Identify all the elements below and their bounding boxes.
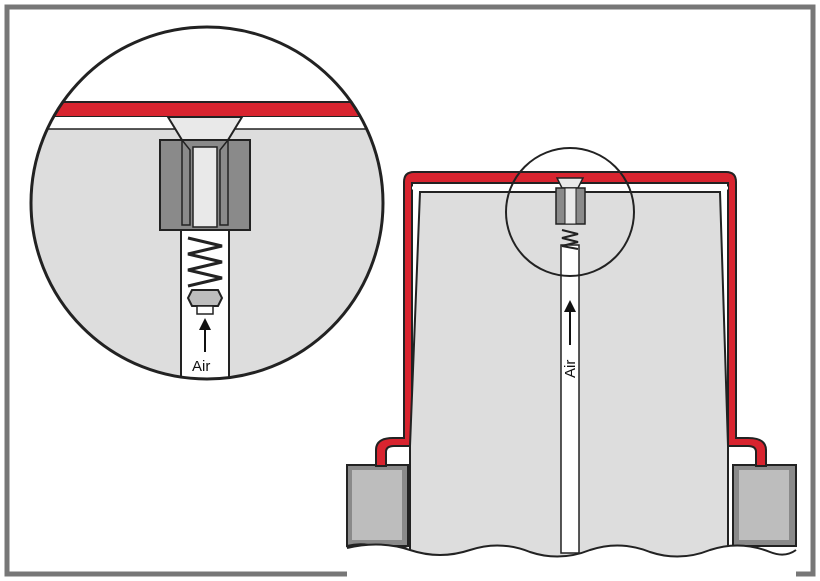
magnifier-small-circle (505, 147, 635, 277)
zoom-air-arrow (199, 318, 211, 330)
main-air-label: Air (562, 360, 579, 378)
red-cap (375, 171, 767, 467)
zoom-poppet (186, 289, 224, 307)
small-spring (561, 229, 579, 250)
zoom-valve-stem (192, 146, 218, 228)
zoom-air-label: Air (192, 358, 210, 375)
main-air-arrow (564, 300, 576, 312)
air-channel (560, 244, 580, 554)
zoom-red-cap (31, 101, 383, 118)
zoom-spring (187, 236, 223, 288)
zoom-circle-outline (29, 25, 385, 381)
small-valve-cone (555, 177, 585, 189)
main-assembly: Air (346, 147, 797, 581)
zoom-valve-cone (166, 116, 244, 141)
